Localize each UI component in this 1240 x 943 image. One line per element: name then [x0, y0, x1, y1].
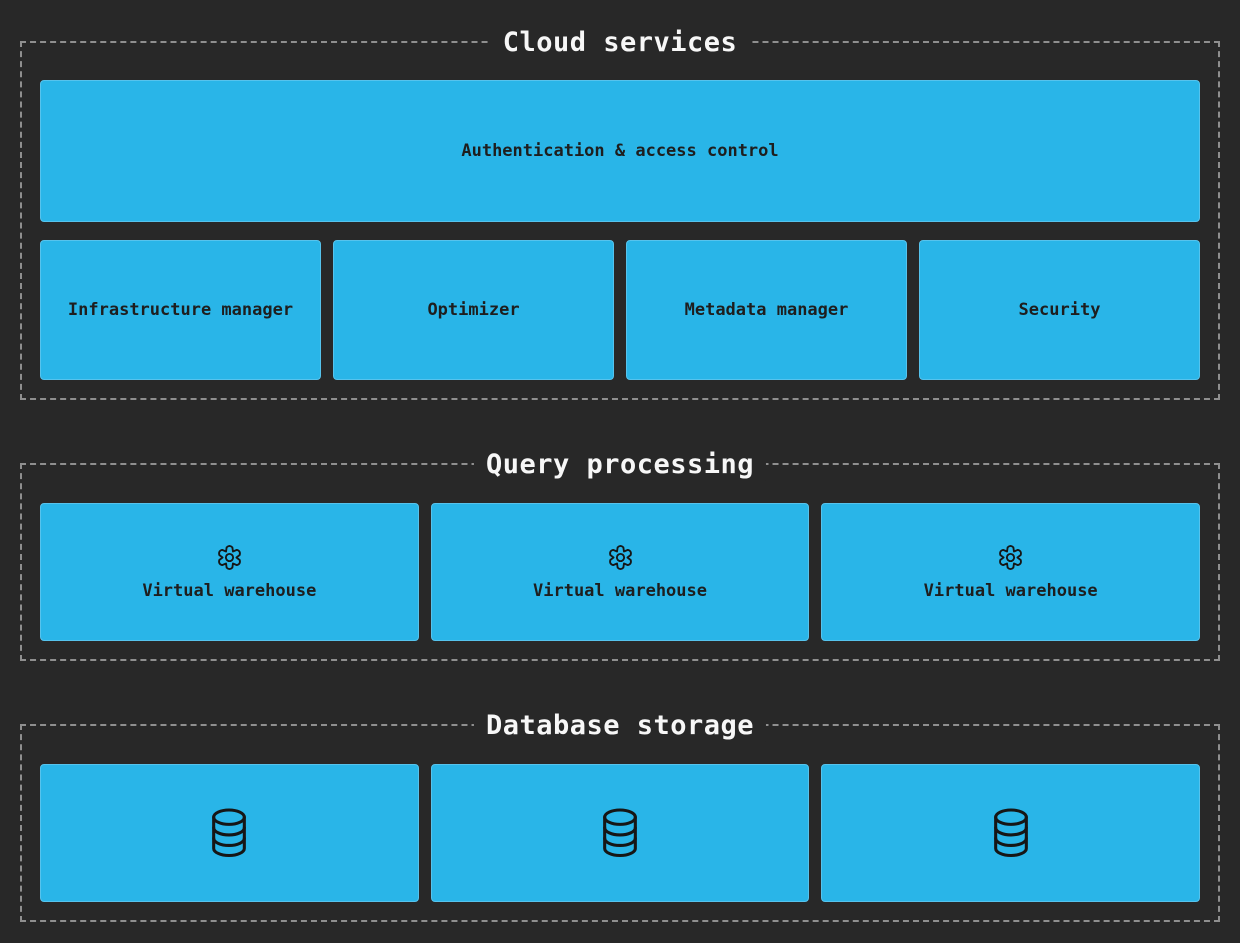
- infrastructure-manager-box: Infrastructure manager: [40, 240, 321, 380]
- metadata-manager-box: Metadata manager: [626, 240, 907, 380]
- optimizer-label: Optimizer: [427, 300, 520, 320]
- virtual-warehouse-box: Virtual warehouse: [821, 503, 1201, 641]
- gear-icon: [997, 544, 1024, 571]
- database-box: [40, 764, 419, 902]
- cloud-services-row: Infrastructure manager Optimizer Metadat…: [40, 240, 1200, 380]
- security-label: Security: [1018, 300, 1101, 320]
- section-title-database-storage: Database storage: [473, 709, 767, 743]
- database-icon: [988, 807, 1034, 859]
- gear-icon: [607, 544, 634, 571]
- database-icon: [206, 807, 252, 859]
- auth-access-control-box: Authentication & access control: [40, 80, 1200, 222]
- infrastructure-manager-label: Infrastructure manager: [67, 300, 294, 320]
- virtual-warehouse-label: Virtual warehouse: [923, 580, 1098, 601]
- database-storage-row: [40, 764, 1201, 902]
- virtual-warehouse-label: Virtual warehouse: [533, 580, 707, 601]
- auth-access-control-label: Authentication & access control: [461, 141, 779, 161]
- section-database-storage: Database storage: [20, 709, 1220, 922]
- metadata-manager-label: Metadata manager: [684, 300, 849, 320]
- section-query-processing: Query processing Virtual warehouse: [20, 448, 1220, 661]
- security-box: Security: [919, 240, 1200, 380]
- section-title-query-processing: Query processing: [473, 448, 767, 482]
- virtual-warehouse-box: Virtual warehouse: [430, 503, 810, 641]
- section-title-cloud-services: Cloud services: [490, 26, 750, 60]
- section-cloud-services: Cloud services Authentication & access c…: [20, 26, 1220, 400]
- database-box: [430, 764, 810, 902]
- query-processing-row: Virtual warehouse Virtual warehouse: [40, 503, 1201, 641]
- gear-icon: [216, 544, 243, 571]
- database-icon: [597, 807, 643, 859]
- database-box: [821, 764, 1201, 902]
- virtual-warehouse-box: Virtual warehouse: [40, 503, 419, 641]
- virtual-warehouse-label: Virtual warehouse: [142, 580, 317, 601]
- optimizer-box: Optimizer: [333, 240, 614, 380]
